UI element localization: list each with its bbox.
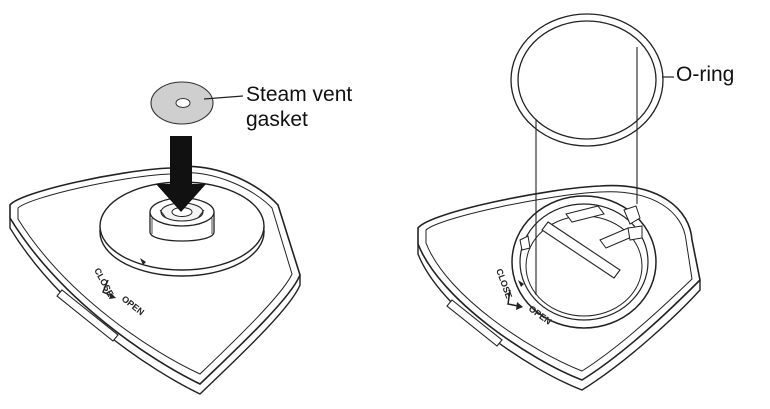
o-ring-callout-label: O-ring bbox=[676, 63, 735, 86]
o-ring bbox=[510, 13, 664, 147]
o-ring-callout: O-ring bbox=[676, 62, 734, 87]
steam-vent-post bbox=[149, 197, 215, 242]
left-panel: CLOSE OPEN bbox=[9, 81, 301, 395]
steam-vent-gasket bbox=[150, 81, 214, 125]
right-panel: CLOSE OPEN bbox=[417, 13, 701, 391]
gasket-callout-line1: Steam vent bbox=[246, 83, 353, 106]
o-ring-seat bbox=[511, 195, 657, 329]
insert-arrow bbox=[156, 136, 206, 212]
gasket-callout-line2: gasket bbox=[246, 108, 308, 131]
steam-vent-gasket-callout: Steam vent gasket bbox=[246, 82, 352, 132]
gasket-callout-leader bbox=[203, 95, 244, 100]
